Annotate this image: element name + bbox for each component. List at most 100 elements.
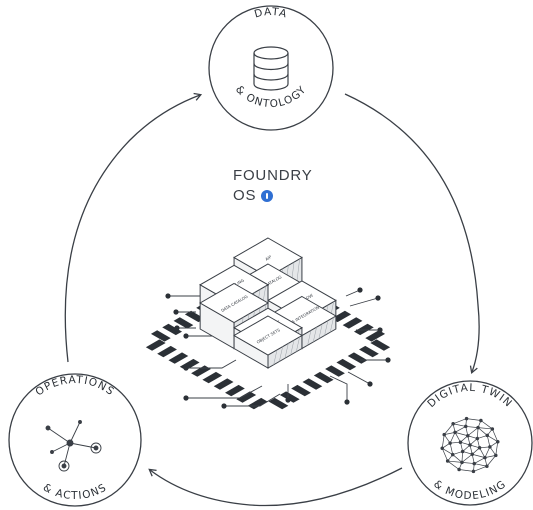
trace-end-dot xyxy=(377,327,383,333)
center-title-line2: OS xyxy=(233,187,257,204)
chip-pin xyxy=(365,330,386,342)
node-data-ontology: DATA & ONTOLOGY xyxy=(208,5,334,131)
trace-end-dot xyxy=(285,397,291,403)
chip-pin xyxy=(150,330,171,342)
mesh-node xyxy=(485,433,490,438)
chip-pin xyxy=(342,317,363,329)
mesh-node xyxy=(451,422,455,426)
mesh-node xyxy=(496,439,500,444)
mesh-edge xyxy=(443,423,454,435)
circuit-trace xyxy=(329,375,348,402)
chip-pin xyxy=(225,384,245,397)
mesh-edge xyxy=(461,453,473,463)
mesh-edge xyxy=(453,423,466,427)
trace-end-dot xyxy=(183,333,189,339)
mesh-node xyxy=(460,460,464,465)
mesh-edge xyxy=(484,446,491,458)
mesh-node xyxy=(442,432,446,437)
mesh-edge xyxy=(461,451,464,463)
cycle-arrow-data-to-twin xyxy=(344,93,480,375)
mesh-edge xyxy=(441,434,445,449)
circuit-trace xyxy=(349,297,379,307)
chip-pin xyxy=(179,358,200,371)
mesh-node xyxy=(488,445,492,449)
mesh-edge xyxy=(484,455,496,458)
circuit-trace xyxy=(224,393,281,407)
mesh-node xyxy=(448,441,452,445)
mesh-node xyxy=(450,452,455,457)
mesh-edge xyxy=(467,427,479,437)
mesh-edge xyxy=(447,460,462,463)
mesh-node xyxy=(472,461,477,466)
hub-spoke-icon xyxy=(45,420,102,472)
cycle-arrow-twin-to-operations xyxy=(148,467,403,507)
data-block: OBJECT SETS xyxy=(233,315,303,369)
mesh-edge xyxy=(487,435,498,443)
block-hatch xyxy=(329,317,334,333)
mesh-node xyxy=(483,455,487,460)
mesh-node xyxy=(475,436,480,441)
mesh-edge xyxy=(452,454,463,463)
block-hatch xyxy=(307,330,312,346)
mesh-edge xyxy=(441,448,448,462)
mesh-edge xyxy=(454,426,466,433)
block-hatch xyxy=(273,349,278,365)
mesh-edge xyxy=(473,465,488,472)
block-hatch xyxy=(279,346,283,362)
mesh-edge xyxy=(447,460,460,470)
block-label: AIP xyxy=(264,254,272,262)
chip-pin xyxy=(370,339,391,351)
chip-pin xyxy=(145,339,166,351)
trace-end-dot xyxy=(344,399,350,405)
mesh-node xyxy=(476,425,480,430)
mesh-node xyxy=(477,446,482,450)
mesh-node xyxy=(460,449,465,454)
mesh-node xyxy=(453,430,457,435)
mesh-edge xyxy=(476,427,479,439)
mesh-edge xyxy=(472,453,486,458)
circuit-trace xyxy=(186,385,263,399)
mesh-edge xyxy=(486,435,491,447)
block-face-top xyxy=(199,282,270,324)
mesh-node xyxy=(479,418,483,423)
block-hatch xyxy=(290,339,295,356)
chip-pin xyxy=(191,365,211,377)
mesh-edge xyxy=(449,432,456,444)
mesh-edge xyxy=(454,432,468,437)
trace-end-dot xyxy=(367,381,373,387)
mesh-edge xyxy=(492,428,499,442)
mesh-edge xyxy=(465,426,479,428)
block-hatch xyxy=(318,323,323,339)
node-operations-actions: OPERATIONS & ACTIONS xyxy=(8,373,142,507)
trace-end-dot xyxy=(183,365,189,371)
mesh-node xyxy=(457,467,461,472)
cycle-arrow-operations-to-data xyxy=(64,92,203,363)
mesh-edge xyxy=(474,463,487,467)
mesh-node xyxy=(490,427,495,431)
mesh-node xyxy=(445,459,450,463)
node-digital-twin-modeling: DIGITAL TWIN & MODELING xyxy=(407,380,533,506)
mesh-edge xyxy=(461,462,475,464)
trace-end-dot xyxy=(174,325,180,331)
mesh-node xyxy=(470,452,474,457)
mesh-edge xyxy=(444,432,456,435)
mesh-node xyxy=(485,464,489,468)
chip-pin xyxy=(162,323,183,336)
chip-pin xyxy=(313,371,334,384)
block-hatch xyxy=(312,326,317,343)
mesh-edge xyxy=(486,455,497,467)
chip-pin xyxy=(213,378,234,390)
chip-pin xyxy=(336,358,357,371)
block-hatch xyxy=(296,336,300,352)
circuit-trace xyxy=(186,359,237,369)
chip-pin xyxy=(236,391,257,403)
mesh-edge xyxy=(495,441,499,456)
chip-pin xyxy=(359,345,379,358)
mesh-node xyxy=(440,446,444,451)
trace-end-dot xyxy=(183,395,189,401)
trace-end-dot xyxy=(173,309,179,315)
chip-pin xyxy=(279,391,300,403)
mesh-edge xyxy=(449,443,454,455)
